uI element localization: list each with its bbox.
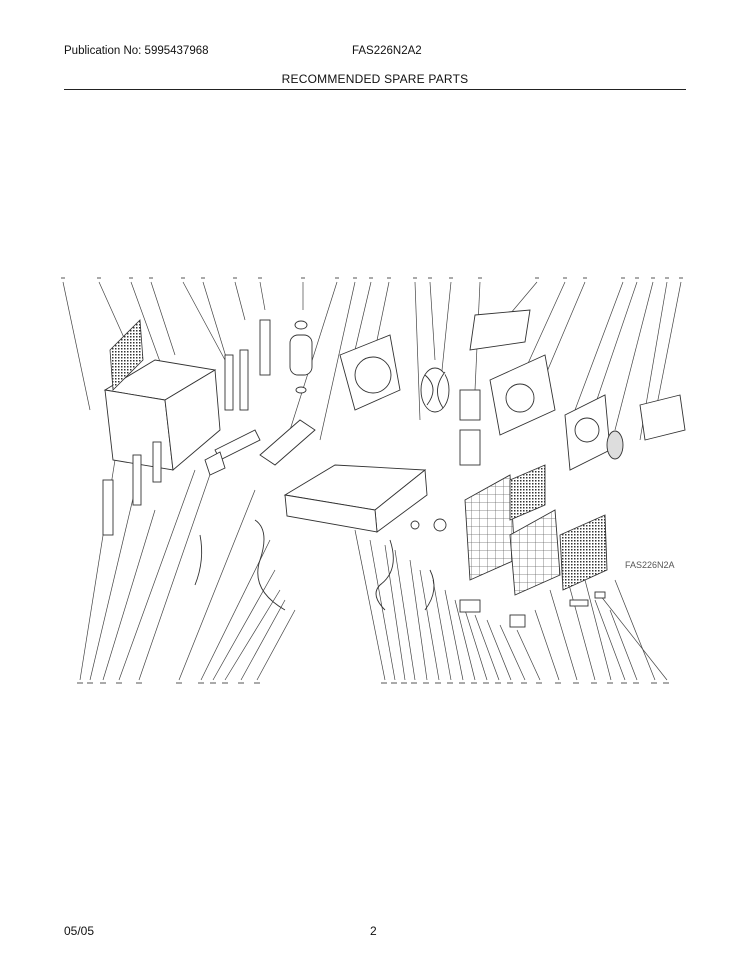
side-panel-parts — [102, 319, 271, 536]
fan-shroud-part — [339, 334, 401, 411]
publication-number: Publication No: 5995437968 — [64, 45, 209, 57]
diagram-stamp: FAS226N2A — [625, 560, 675, 570]
top-panel-part — [469, 309, 531, 351]
rear-grille-part — [109, 319, 144, 391]
tubing-parts — [194, 518, 606, 628]
exploded-parts-diagram: FAS226N2A — [61, 277, 686, 684]
front-grille-part — [464, 464, 608, 596]
compressor-part — [289, 320, 313, 394]
cabinet-part — [103, 359, 221, 471]
page-number: 2 — [370, 924, 377, 938]
model-number: FAS226N2A2 — [352, 45, 422, 57]
footer-date: 05/05 — [64, 924, 95, 938]
base-pan-part — [283, 464, 428, 533]
condenser-coil-part — [204, 419, 316, 476]
page-title: RECOMMENDED SPARE PARTS — [281, 72, 469, 86]
evaporator-part — [489, 354, 686, 471]
fan-blade-part — [420, 367, 481, 466]
leader-lines — [62, 281, 682, 681]
header-rule — [64, 89, 686, 90]
